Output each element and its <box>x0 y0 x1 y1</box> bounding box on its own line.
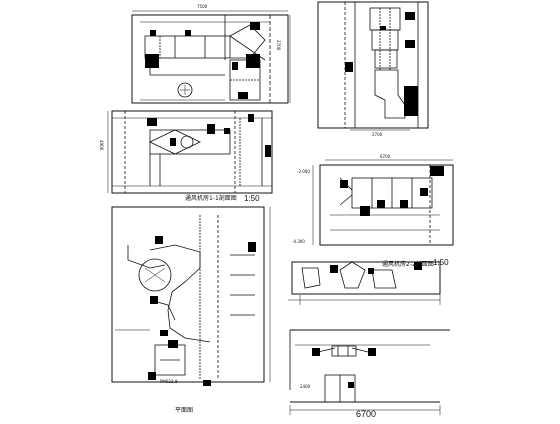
view-1-title: 通风机房1-1剖面图 <box>185 195 237 202</box>
panel-section-2-2 <box>312 159 454 246</box>
view-1-scale: 1:50 <box>244 194 260 203</box>
panel-section-1-1 <box>107 110 273 194</box>
elevation-tag-b: -2.000 <box>297 169 310 174</box>
elevation-tag-a: -4.300 <box>292 239 305 244</box>
fan-tag: PM022-8 <box>160 379 178 384</box>
plan-title: 平面图 <box>175 407 194 414</box>
view-2-scale: 1:50 <box>433 258 449 267</box>
dimension-mid-left-height: 4900 <box>99 140 104 151</box>
dimension-right-top-width: 2700 <box>372 132 383 137</box>
panel-top-right-section <box>317 1 429 131</box>
panel-bottom-right-section <box>289 329 450 415</box>
dimension-bottom-right-width: 6700 <box>356 409 377 419</box>
dimension-mid-right-width: 6700 <box>380 154 391 159</box>
dimension-bottom-left-side: 2400 <box>300 384 311 389</box>
view-2-title: 通风机房2-2剖面图 <box>382 261 434 268</box>
panel-right-lower-section <box>288 261 441 305</box>
dimension-top-left-width: 7500 <box>197 4 208 9</box>
panel-bottom-left-plan <box>111 206 271 383</box>
dimension-top-left-height: 2700 <box>276 40 281 51</box>
